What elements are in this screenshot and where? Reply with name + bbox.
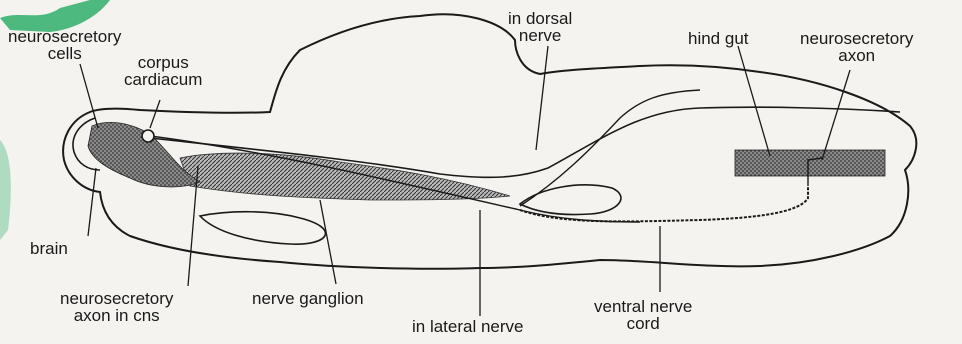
label-corpus-cardiacum-line2: cardiacum	[124, 71, 202, 88]
label-axon-in-cns-line2: axon in cns	[60, 307, 173, 324]
label-dorsal-nerve: in dorsal nerve	[508, 10, 572, 44]
leader-corpus-cardiacum	[150, 100, 160, 128]
label-dorsal-nerve-line1: in dorsal	[508, 10, 572, 27]
label-hind-gut-line1: hind gut	[688, 30, 749, 47]
label-ventral-nerve-cord: ventral nerve cord	[594, 298, 692, 332]
hind-gut-mass	[735, 150, 885, 176]
label-dorsal-nerve-line2: nerve	[508, 27, 572, 44]
ventral-fold	[200, 212, 325, 244]
label-ventral-nerve-cord-line2: cord	[594, 315, 692, 332]
label-neurosecretory-cells-line2: cells	[8, 45, 121, 62]
label-lateral-nerve-line1: in lateral nerve	[412, 318, 524, 335]
label-neurosecretory-cells: neurosecretory cells	[8, 28, 121, 62]
leader-hind-gut	[738, 46, 770, 156]
label-lateral-nerve: in lateral nerve	[412, 318, 524, 335]
label-hind-gut: hind gut	[688, 30, 749, 47]
label-ventral-nerve-cord-line1: ventral nerve	[594, 298, 692, 315]
label-neurosecretory-axon: neurosecretory axon	[800, 30, 913, 64]
leader-neurosecretory-axon	[822, 70, 850, 160]
label-neurosecretory-axon-line2: axon	[800, 47, 913, 64]
leader-nerve-ganglion	[320, 200, 336, 284]
leader-dorsal-nerve	[536, 46, 548, 150]
dorsal-nerve-line	[520, 90, 700, 206]
label-corpus-cardiacum: corpus cardiacum	[124, 54, 202, 88]
label-nerve-ganglion-line1: nerve ganglion	[252, 290, 364, 307]
label-neurosecretory-cells-line1: neurosecretory	[8, 28, 121, 45]
leader-brain	[88, 168, 96, 236]
label-neurosecretory-axon-line1: neurosecretory	[800, 30, 913, 47]
leader-neurosecretory-cells	[80, 64, 98, 128]
label-axon-in-cns-line1: neurosecretory	[60, 290, 173, 307]
label-corpus-cardiacum-line1: corpus	[124, 54, 202, 71]
label-nerve-ganglion: nerve ganglion	[252, 290, 364, 307]
lateral-swelling	[520, 185, 621, 215]
corner-mark-left	[0, 140, 11, 240]
corpus-cardiacum-circle	[142, 130, 154, 142]
label-brain-line1: brain	[30, 240, 68, 257]
ventral-cord-line	[520, 186, 808, 221]
label-brain: brain	[30, 240, 68, 257]
label-axon-in-cns: neurosecretory axon in cns	[60, 290, 173, 324]
